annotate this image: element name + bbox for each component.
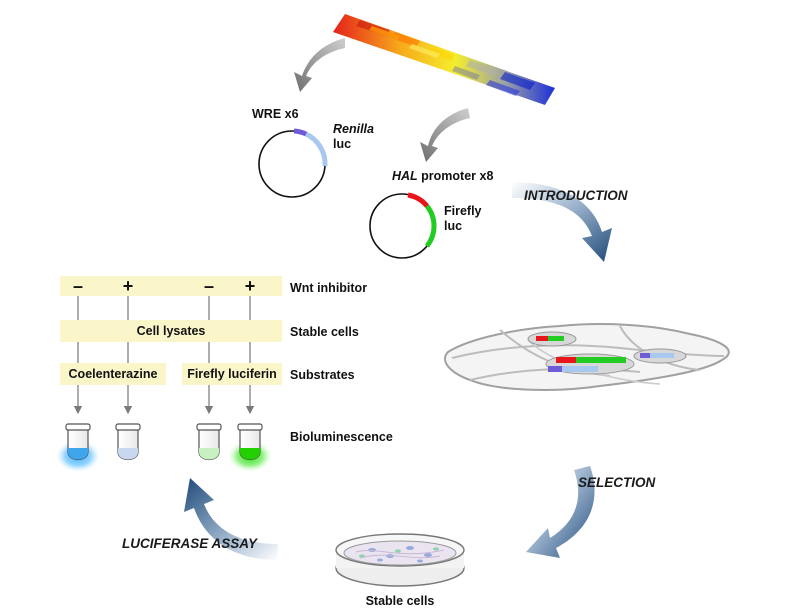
bioluminescence-label: Bioluminescence — [290, 430, 393, 444]
wnt-inhibitor-label: Wnt inhibitor — [290, 281, 367, 295]
stable-cells-dish-label: Stable cells — [366, 594, 435, 608]
selection-label: SELECTION — [578, 475, 656, 490]
firefly-luciferin-box — [182, 363, 282, 385]
selection-arrow-icon — [526, 466, 595, 558]
tube-2 — [115, 423, 141, 461]
cell-lysates-label: Cell lysates — [137, 324, 206, 338]
heatmap-strip — [333, 14, 555, 105]
stable-cells-row-label: Stable cells — [290, 325, 359, 339]
firefly-label: Firefly — [444, 204, 482, 218]
sign-3: – — [204, 276, 214, 296]
substrates-label: Substrates — [290, 368, 355, 382]
sign-2: + — [123, 276, 134, 296]
firefly-luciferin-label: Firefly luciferin — [187, 367, 277, 381]
luciferase-assay-arrow-icon — [184, 478, 278, 560]
renilla-plasmid — [258, 128, 328, 198]
coelenterazine-label: Coelenterazine — [69, 367, 158, 381]
firefly-luc-label: luc — [444, 219, 462, 233]
tube-4 — [237, 423, 263, 461]
luciferase-assay-label: LUCIFERASE ASSAY — [122, 536, 259, 551]
tube-3 — [196, 423, 222, 461]
renilla-luc-label: luc — [333, 137, 351, 151]
coelenterazine-box — [60, 363, 166, 385]
assay-schematic: – + – + Cell lysates Coelenterazine Fire… — [56, 276, 393, 472]
wnt-inhibitor-bar — [60, 276, 282, 296]
transfected-cells — [443, 323, 730, 391]
wre-label: WRE x6 — [252, 107, 299, 121]
cell-lysates-bar — [60, 320, 282, 342]
arrow-to-renilla-icon — [294, 38, 345, 92]
sign-4: + — [245, 276, 256, 296]
introduction-arrow-icon — [512, 182, 612, 262]
tube-1 — [65, 423, 91, 461]
petri-dish — [335, 533, 465, 587]
renilla-label: Renilla — [333, 122, 374, 136]
hal-promoter-label: HAL promoter x8 — [392, 169, 493, 183]
introduction-label: INTRODUCTION — [524, 188, 628, 203]
sign-1: – — [73, 276, 83, 296]
arrow-to-firefly-icon — [420, 108, 470, 162]
firefly-plasmid — [369, 192, 437, 259]
